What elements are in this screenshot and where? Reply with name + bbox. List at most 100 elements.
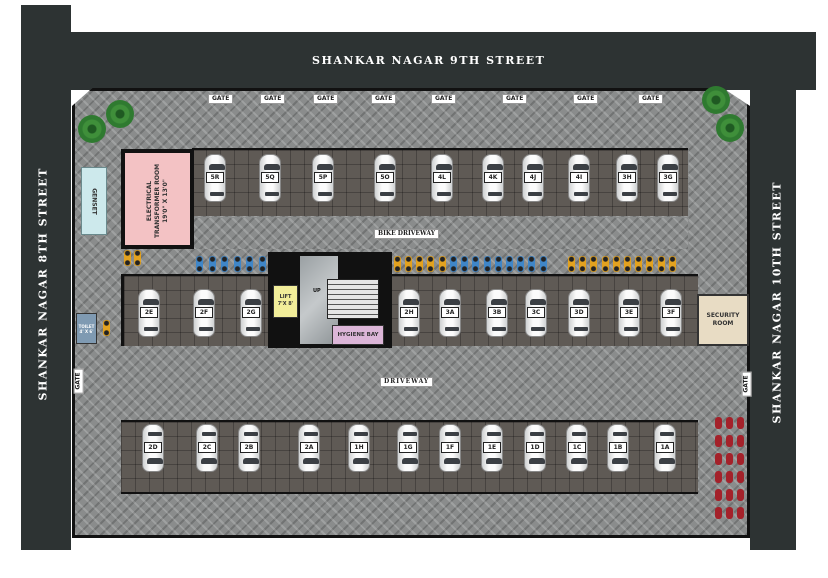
parking-slot[interactable]: 1B [606, 424, 630, 472]
bike-icon[interactable] [737, 489, 744, 501]
bike-icon[interactable] [506, 256, 513, 272]
bike-icon[interactable] [233, 256, 241, 272]
bike-icon[interactable] [124, 250, 131, 266]
parking-slot[interactable]: 4I [567, 154, 591, 202]
bike-icon[interactable] [624, 256, 631, 272]
parking-slot[interactable]: 4K [481, 154, 505, 202]
bike-icon[interactable] [635, 256, 643, 272]
bike-icon[interactable] [539, 256, 547, 272]
gate-north-5[interactable]: GATE [431, 94, 457, 104]
parking-slot[interactable]: 2C [195, 424, 219, 472]
parking-slot[interactable]: 3E [617, 289, 641, 337]
gate-west[interactable]: GATE [73, 368, 84, 394]
parking-slot[interactable]: 2B [237, 424, 261, 472]
parking-slot[interactable]: 3F [659, 289, 683, 337]
bike-icon[interactable] [494, 256, 502, 272]
parking-slot[interactable]: 4L [430, 154, 454, 202]
slot-number: 1G [399, 442, 417, 453]
parking-slot[interactable]: 5O [373, 154, 397, 202]
bike-icon[interactable] [405, 256, 412, 272]
parking-slot[interactable]: 1H [347, 424, 371, 472]
bike-icon[interactable] [715, 435, 722, 447]
transformer-label-1: ELECTRICAL [146, 180, 153, 222]
bike-icon[interactable] [726, 471, 733, 483]
lift[interactable]: LIFT 7'X 8' [273, 285, 298, 318]
parking-slot[interactable]: 2D [141, 424, 165, 472]
bike-icon[interactable] [737, 435, 744, 447]
parking-slot[interactable]: 3C [524, 289, 548, 337]
bike-icon[interactable] [134, 250, 141, 266]
bike-icon[interactable] [601, 256, 609, 272]
bike-icon[interactable] [726, 453, 733, 465]
bike-icon[interactable] [737, 417, 744, 429]
parking-slot[interactable]: 3B [485, 289, 509, 337]
gate-north-1[interactable]: GATE [208, 94, 234, 104]
gate-north-6[interactable]: GATE [502, 94, 528, 104]
bike-icon[interactable] [258, 256, 266, 272]
gate-north-8[interactable]: GATE [638, 94, 664, 104]
security-label-2: ROOM [712, 320, 734, 327]
parking-slot[interactable]: 5R [203, 154, 227, 202]
parking-slot[interactable]: 2H [397, 289, 421, 337]
parking-slot[interactable]: 1C [565, 424, 589, 472]
bike-icon[interactable] [715, 417, 722, 429]
bike-icon[interactable] [737, 453, 744, 465]
gate-north-2[interactable]: GATE [260, 94, 286, 104]
gate-north-4[interactable]: GATE [371, 94, 397, 104]
transformer-label-3: 19'0" X 13'0" [162, 179, 169, 223]
bike-icon[interactable] [472, 256, 480, 272]
parking-slot[interactable]: 2F [192, 289, 216, 337]
slot-number: 1F [441, 442, 459, 453]
bike-icon[interactable] [726, 417, 733, 429]
bike-icon[interactable] [393, 256, 401, 272]
bike-icon[interactable] [726, 489, 733, 501]
bike-icon[interactable] [646, 256, 654, 272]
parking-slot[interactable]: 3G [656, 154, 680, 202]
bike-icon[interactable] [461, 256, 469, 272]
parking-slot[interactable]: 2G [239, 289, 263, 337]
parking-slot[interactable]: 3A [438, 289, 462, 337]
bike-icon[interactable] [568, 256, 575, 272]
parking-slot[interactable]: 2E [137, 289, 161, 337]
bike-icon[interactable] [715, 507, 722, 519]
bike-icon[interactable] [612, 256, 620, 272]
gate-north-3[interactable]: GATE [313, 94, 339, 104]
parking-slot[interactable]: 2A [297, 424, 321, 472]
parking-slot[interactable]: 4J [521, 154, 545, 202]
bike-icon[interactable] [715, 489, 722, 501]
bike-icon[interactable] [668, 256, 676, 272]
bike-icon[interactable] [427, 256, 435, 272]
bike-icon[interactable] [715, 453, 722, 465]
parking-slot[interactable]: 1G [396, 424, 420, 472]
bike-icon[interactable] [103, 320, 110, 336]
bike-icon[interactable] [726, 435, 733, 447]
bike-icon[interactable] [438, 256, 446, 272]
bike-icon[interactable] [657, 256, 665, 272]
bike-icon[interactable] [715, 471, 722, 483]
parking-slot[interactable]: 5Q [258, 154, 282, 202]
bike-icon[interactable] [246, 256, 253, 272]
parking-slot[interactable]: 1E [480, 424, 504, 472]
bike-icon[interactable] [416, 256, 424, 272]
parking-slot[interactable]: 3D [567, 289, 591, 337]
bike-icon[interactable] [528, 256, 536, 272]
parking-slot[interactable]: 1D [523, 424, 547, 472]
bike-icon[interactable] [221, 256, 228, 272]
bike-icon[interactable] [726, 507, 733, 519]
parking-slot[interactable]: 1A [653, 424, 677, 472]
bike-icon[interactable] [590, 256, 598, 272]
bike-icon[interactable] [450, 256, 457, 272]
bike-icon[interactable] [579, 256, 587, 272]
parking-slot[interactable]: 5P [311, 154, 335, 202]
bike-icon[interactable] [208, 256, 216, 272]
slot-number: 3F [662, 307, 680, 318]
bike-icon[interactable] [517, 256, 525, 272]
bike-icon[interactable] [196, 256, 203, 272]
parking-slot[interactable]: 3H [615, 154, 639, 202]
bike-icon[interactable] [483, 256, 491, 272]
gate-north-7[interactable]: GATE [573, 94, 599, 104]
gate-east[interactable]: GATE [741, 371, 752, 397]
bike-icon[interactable] [737, 471, 744, 483]
bike-icon[interactable] [737, 507, 744, 519]
parking-slot[interactable]: 1F [438, 424, 462, 472]
